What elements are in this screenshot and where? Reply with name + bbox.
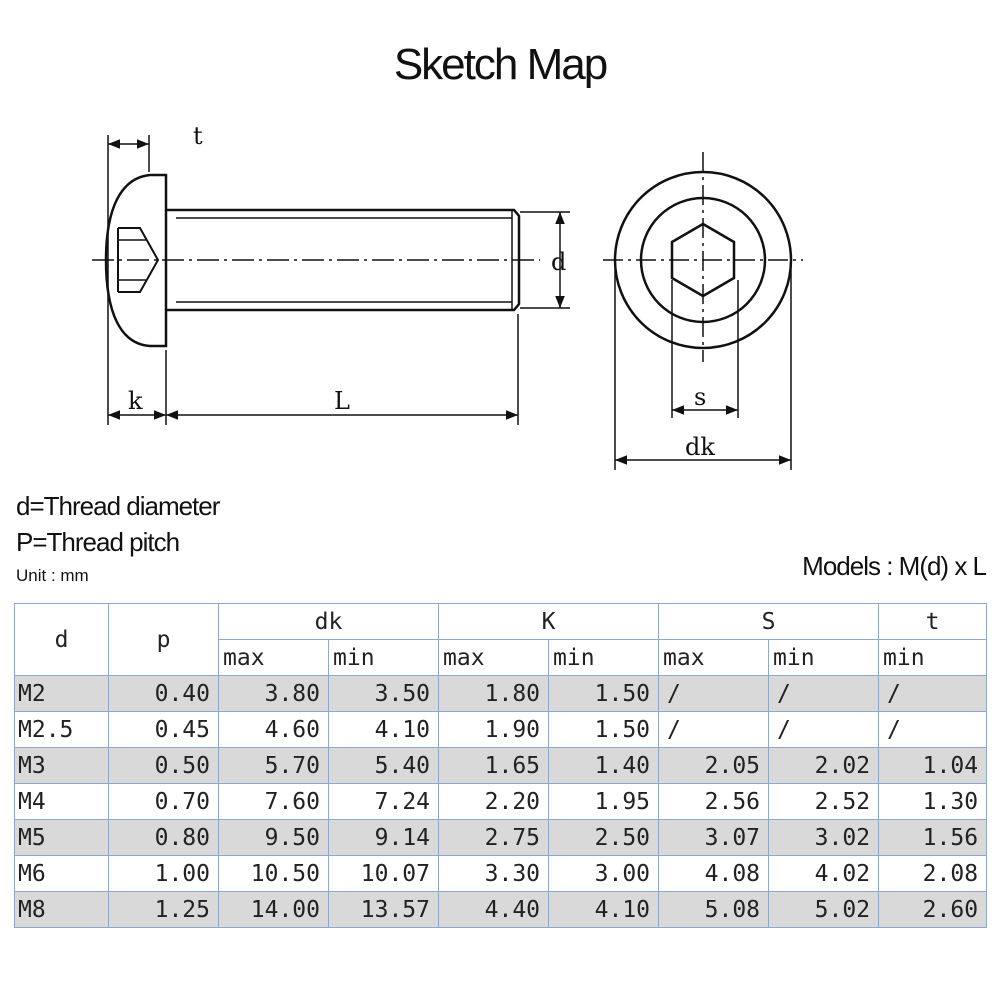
- dim-dk-label: dk: [685, 433, 715, 461]
- value-cell: 2.02: [768, 747, 880, 784]
- dim-s-label: s: [694, 383, 706, 411]
- value-cell: 4.10: [327, 711, 440, 748]
- dim-k-label: k: [128, 387, 143, 415]
- models-label: Models : M(d) x L: [802, 551, 987, 581]
- value-cell: 4.02: [768, 855, 880, 892]
- value-cell: 1.25: [108, 891, 219, 928]
- value-cell: 1.40: [548, 747, 660, 784]
- model-cell: M2: [14, 675, 109, 712]
- value-cell: 0.80: [108, 819, 219, 856]
- value-cell: 1.30: [878, 783, 988, 820]
- subheader-min: min: [548, 639, 660, 676]
- value-cell: 5.40: [327, 747, 440, 784]
- value-cell: 5.08: [658, 891, 770, 928]
- header-t: t: [878, 603, 988, 640]
- value-cell: 9.50: [218, 819, 329, 856]
- value-cell: 1.04: [878, 747, 988, 784]
- dim-t-label: t: [193, 122, 203, 150]
- value-cell: 2.50: [548, 819, 660, 856]
- value-cell: /: [768, 675, 880, 712]
- value-cell: 3.50: [327, 675, 440, 712]
- value-cell: 10.50: [218, 855, 329, 892]
- model-cell: M2.5: [14, 711, 109, 748]
- value-cell: 1.50: [548, 675, 660, 712]
- value-cell: 3.30: [438, 855, 550, 892]
- value-cell: 2.05: [658, 747, 770, 784]
- value-cell: 7.24: [327, 783, 440, 820]
- value-cell: /: [878, 675, 988, 712]
- screw-technical-drawing: t k L d s dk: [92, 122, 803, 470]
- header-p: p: [108, 603, 219, 676]
- value-cell: /: [878, 711, 988, 748]
- value-cell: 1.50: [548, 711, 660, 748]
- header-d: d: [14, 603, 109, 676]
- value-cell: 13.57: [327, 891, 440, 928]
- value-cell: 3.80: [218, 675, 329, 712]
- value-cell: /: [768, 711, 880, 748]
- header-S: S: [658, 603, 880, 640]
- value-cell: 2.75: [438, 819, 550, 856]
- header-dk: dk: [217, 603, 440, 640]
- value-cell: 0.45: [108, 711, 219, 748]
- subheader-min: min: [327, 639, 440, 676]
- subheader-max: max: [438, 639, 550, 676]
- value-cell: 1.65: [438, 747, 550, 784]
- legend-thread-pitch: P=Thread pitch: [16, 527, 180, 557]
- value-cell: 9.14: [327, 819, 440, 856]
- dim-d-label: d: [551, 248, 566, 276]
- value-cell: 0.50: [108, 747, 219, 784]
- model-cell: M4: [14, 783, 109, 820]
- unit-label: Unit : mm: [16, 566, 89, 585]
- value-cell: 0.40: [108, 675, 219, 712]
- subheader-max: max: [218, 639, 329, 676]
- value-cell: 4.10: [548, 891, 660, 928]
- value-cell: 2.56: [658, 783, 770, 820]
- value-cell: 4.40: [438, 891, 550, 928]
- value-cell: 14.00: [218, 891, 329, 928]
- page-title: Sketch Map: [393, 40, 608, 89]
- value-cell: 2.20: [438, 783, 550, 820]
- value-cell: 3.07: [658, 819, 770, 856]
- value-cell: /: [658, 675, 770, 712]
- value-cell: 5.02: [768, 891, 880, 928]
- value-cell: 2.52: [768, 783, 880, 820]
- model-cell: M3: [14, 747, 109, 784]
- subheader-min: min: [878, 639, 988, 676]
- value-cell: 3.00: [548, 855, 660, 892]
- legend-thread-diameter: d=Thread diameter: [16, 491, 220, 521]
- subheader-max: max: [658, 639, 770, 676]
- header-K: K: [438, 603, 660, 640]
- value-cell: 1.00: [108, 855, 219, 892]
- value-cell: 3.02: [768, 819, 880, 856]
- value-cell: 7.60: [218, 783, 329, 820]
- value-cell: 1.80: [438, 675, 550, 712]
- dim-L-label: L: [334, 387, 350, 415]
- value-cell: 1.56: [878, 819, 988, 856]
- value-cell: 4.08: [658, 855, 770, 892]
- model-cell: M5: [14, 819, 109, 856]
- value-cell: 2.08: [878, 855, 988, 892]
- value-cell: 1.95: [548, 783, 660, 820]
- value-cell: 0.70: [108, 783, 219, 820]
- value-cell: 1.90: [438, 711, 550, 748]
- value-cell: /: [658, 711, 770, 748]
- model-cell: M8: [14, 891, 109, 928]
- value-cell: 5.70: [218, 747, 329, 784]
- value-cell: 2.60: [878, 891, 988, 928]
- value-cell: 4.60: [218, 711, 329, 748]
- value-cell: 10.07: [327, 855, 440, 892]
- socket-recess: [118, 227, 160, 293]
- subheader-min: min: [768, 639, 880, 676]
- model-cell: M6: [14, 855, 109, 892]
